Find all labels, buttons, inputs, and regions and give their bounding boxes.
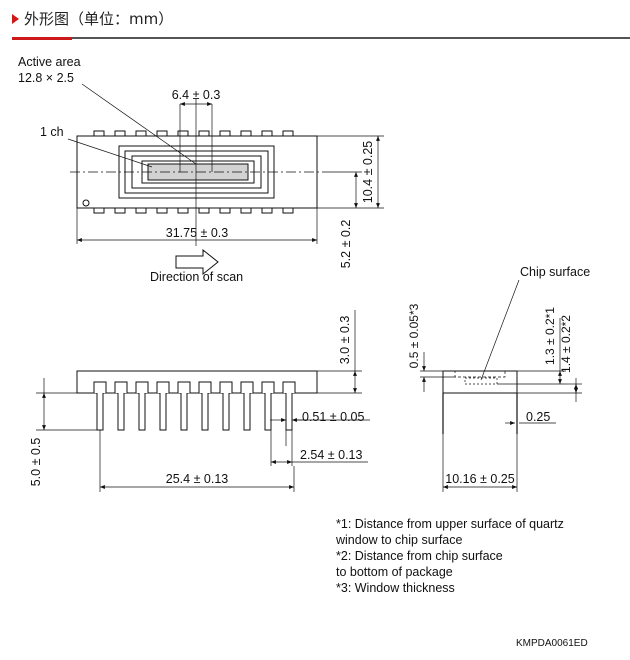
pin-length-dim: 5.0 ± 0.5 [29,438,43,487]
end-view-labels: Chip surface 0.5 ± 0.05*3 1.3 ± 0.2*1 1.… [407,265,590,486]
offset-dim: 5.2 ± 0.2 [339,220,353,269]
pin-width-dim: 0.51 ± 0.05 [302,410,365,424]
top-pins-upper [93,130,294,137]
footnote-2-cont: to bottom of package [336,565,453,579]
top-view-labels: Active area 12.8 × 2.5 1 ch 6.4 ± 0.3 31… [18,55,375,284]
active-area-size: 12.8 × 2.5 [18,71,74,85]
package-length-dim: 31.75 ± 0.3 [166,226,229,240]
chip-surface-label: Chip surface [520,265,590,279]
window-width-dim: 6.4 ± 0.3 [172,88,221,102]
end-window-outline [454,370,506,378]
active-area-leader [81,83,197,165]
package-height-dim: 10.4 ± 0.25 [361,141,375,204]
ch1-leader [67,138,153,168]
side-package-body [76,370,318,394]
side-view-labels: 3.0 ± 0.3 0.51 ± 0.05 2.54 ± 0.13 5.0 ± … [29,316,365,487]
chip-to-bottom-dim: 1.4 ± 0.2*2 [559,315,573,373]
top-pins-lower [93,207,294,214]
figure-code: KMPDA0061ED [516,638,588,649]
chip-surface-leader [480,279,520,381]
lead-thickness-dim: 0.25 [526,410,550,424]
scan-direction-arrow [175,248,219,276]
header-accent-bar [12,37,72,40]
active-area-label: Active area [18,55,81,69]
end-view [420,279,582,492]
row-spacing-dim: 10.16 ± 0.25 [445,472,514,486]
top-view [67,83,384,276]
footnotes: *1: Distance from upper surface of quart… [336,516,564,596]
side-height-dim: 3.0 ± 0.3 [338,316,352,365]
pin-span-dim: 25.4 ± 0.13 [166,472,229,486]
triangle-marker-icon [12,14,19,24]
footnote-1: *1: Distance from upper surface of quart… [336,517,564,531]
section-header: 外形图（单位：mm） [0,0,630,42]
scan-direction-label: Direction of scan [150,270,243,284]
footnote-1-cont: window to chip surface [336,533,463,547]
pin1-marker [82,199,90,207]
window-thickness-dim: 0.5 ± 0.05*3 [407,303,421,368]
section-title: 外形图（单位：mm） [24,10,174,28]
ch1-label: 1 ch [40,125,64,139]
end-chip-outline [464,377,498,385]
header-divider [12,37,630,39]
footnote-3: *3: Window thickness [336,581,455,595]
chip-depth-dim: 1.3 ± 0.2*1 [543,307,557,365]
side-view [36,310,370,492]
end-package-body [442,370,518,394]
pin-pitch-dim: 2.54 ± 0.13 [300,448,363,462]
footnote-2: *2: Distance from chip surface [336,549,503,563]
side-pins [93,381,296,431]
